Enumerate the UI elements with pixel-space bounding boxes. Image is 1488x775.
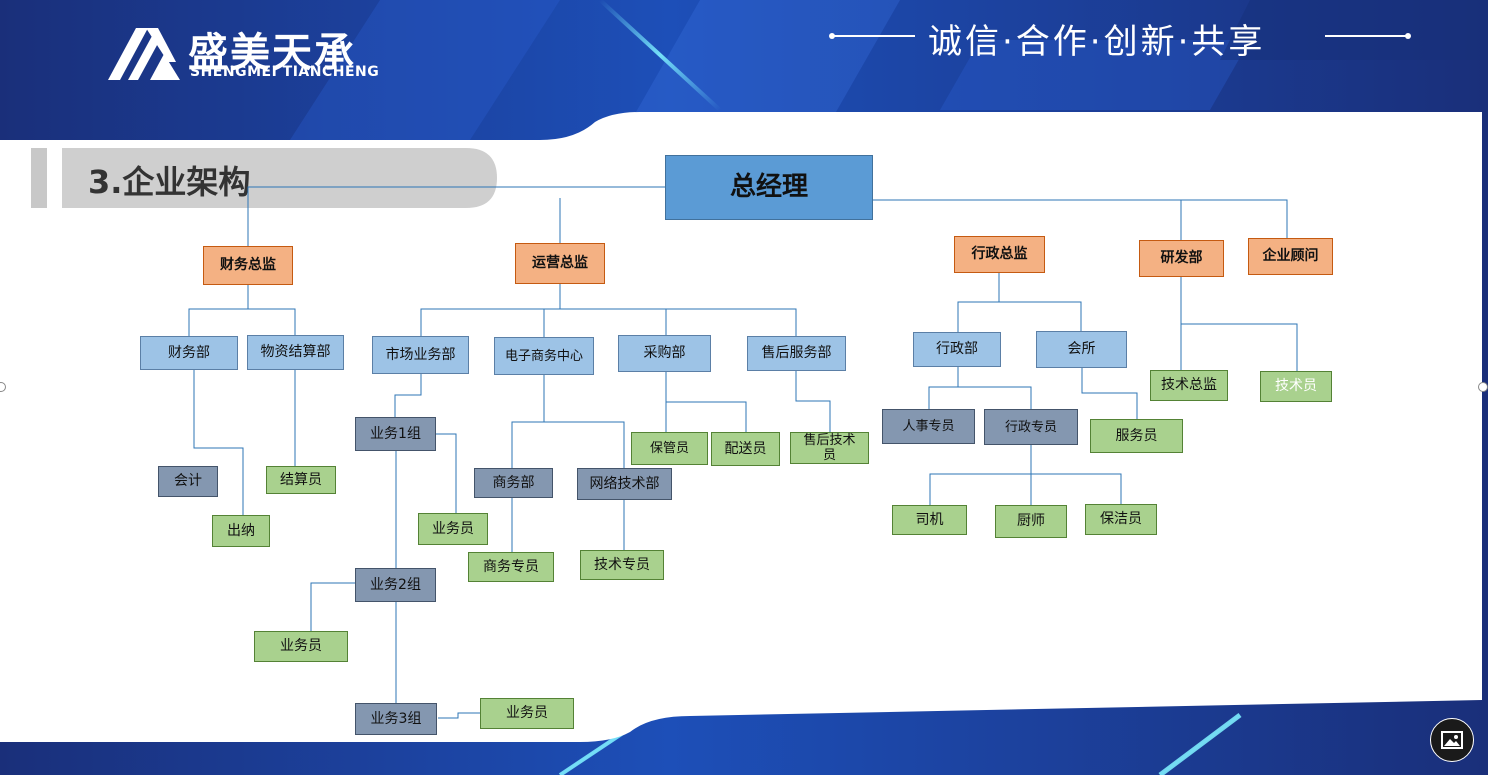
after-sales-tech-box: 售后技术员 [790,432,869,464]
operations-director-box: 运营总监 [515,243,605,284]
logo-icon [108,28,180,80]
settlement-clerk-box: 结算员 [266,466,336,494]
network-tech-dept-box: 网络技术部 [577,468,672,500]
purchasing-dept-box: 采购部 [618,335,711,372]
hr-specialist-box: 人事专员 [882,409,975,444]
materials-settlement-dept-box: 物资结算部 [247,335,344,370]
admin-director-box: 行政总监 [954,236,1045,273]
salesperson-box-2: 业务员 [254,631,348,662]
after-sales-dept-box: 售后服务部 [747,336,846,371]
cleaner-box: 保洁员 [1085,504,1157,535]
business-group-2-box: 业务2组 [355,568,436,602]
tech-specialist-box: 技术专员 [580,550,664,580]
salesperson-box-3: 业务员 [480,698,574,729]
service-staff-box: 服务员 [1090,419,1183,453]
admin-specialist-box: 行政专员 [984,409,1078,445]
driver-box: 司机 [892,505,967,535]
commerce-specialist-box: 商务专员 [468,552,554,582]
delivery-staff-box: 配送员 [711,432,780,466]
general-manager-box: 总经理 [665,155,873,220]
admin-dept-box: 行政部 [913,332,1001,367]
technician-box: 技术员 [1260,371,1332,402]
tech-director-box: 技术总监 [1150,370,1228,401]
chef-box: 厨师 [995,505,1067,538]
image-icon [1441,731,1463,749]
business-group-1-box: 业务1组 [355,417,436,451]
section-title: 3.企业架构 [88,163,251,201]
logo-english-name: SHENGMEI TIANCHENG [190,64,380,80]
salesperson-box-1: 业务员 [418,513,488,545]
ecommerce-center-box: 电子商务中心 [494,337,594,375]
clubhouse-box: 会所 [1036,331,1127,368]
rnd-dept-box: 研发部 [1139,240,1224,277]
storekeeper-box: 保管员 [631,432,708,465]
resize-handle-right[interactable] [1478,382,1488,392]
logo-chinese-name: 盛美天承 [188,30,356,76]
commerce-dept-box: 商务部 [474,468,553,498]
finance-dept-box: 财务部 [140,336,238,370]
business-group-3-box: 业务3组 [355,703,437,735]
resize-handle-left[interactable] [0,382,6,392]
accountant-box: 会计 [158,466,218,497]
cashier-box: 出纳 [212,515,270,547]
finance-director-box: 财务总监 [203,246,293,285]
market-business-dept-box: 市场业务部 [372,336,469,374]
consultant-box: 企业顾问 [1248,238,1333,275]
slogan: 诚信·合作·创新·共享 [928,22,1266,62]
image-button[interactable] [1430,718,1474,762]
